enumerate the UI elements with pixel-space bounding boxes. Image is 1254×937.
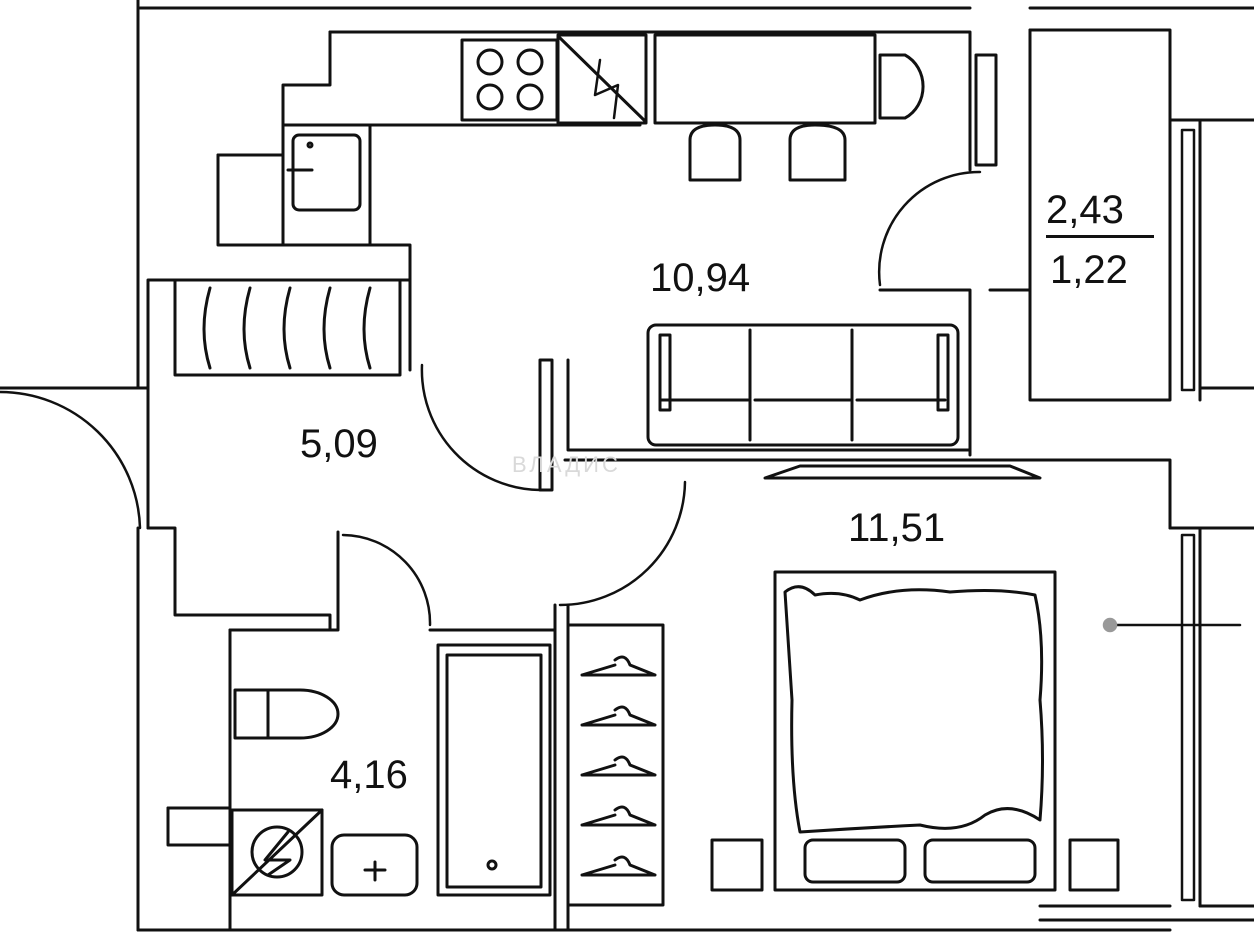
hallway-area: 5,09: [300, 422, 378, 466]
kitchen-equipment: [281, 33, 925, 247]
exterior-walls: [136, 0, 1254, 932]
balcony-area-full: 2,43: [1046, 188, 1124, 232]
door-swings: [0, 170, 982, 627]
hallway-walls: [0, 278, 1202, 908]
sofa: [646, 323, 960, 447]
bedroom-area: 11,51: [848, 506, 946, 550]
bedroom-wardrobe: [566, 623, 665, 907]
hall-wardrobe: [173, 278, 402, 377]
balcony-area-divider: [1046, 235, 1154, 238]
living-kitchen-area: 10,94: [650, 256, 751, 300]
watermark: ВЛАДИС: [512, 452, 621, 477]
tv-stand: [763, 464, 1042, 480]
living-kitchen-walls: [216, 28, 1202, 492]
balcony-area-reduced: 1,22: [1050, 248, 1128, 292]
bathroom-fixtures: [230, 643, 552, 897]
windows: [1102, 128, 1242, 902]
bathroom-area: 4,16: [330, 753, 408, 797]
bed: [710, 570, 1120, 892]
